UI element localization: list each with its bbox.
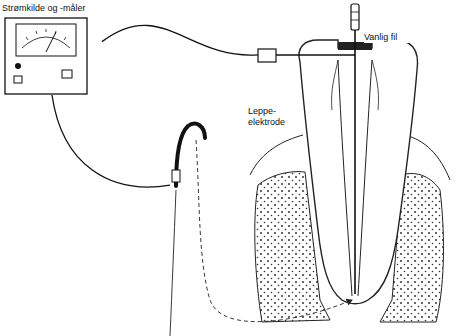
meter-node: Strømkilde og -måler [2,3,102,95]
meter-button [14,76,22,83]
label-text: Leppe- elektrode [248,106,300,128]
gum-line [250,135,303,175]
label-text: Vanlig fil [364,32,414,43]
file-handle [351,4,359,30]
label-text: Strømkilde og -måler [2,3,86,14]
root-canal [338,60,352,296]
current-path [196,140,352,322]
meter-display [16,24,76,56]
root-canal [358,60,372,296]
lip-electrode-node: Leppe- elektrode [170,100,270,186]
file-shaft [354,30,356,294]
wire [102,25,258,55]
gum-line [405,135,450,180]
meter-box [5,18,87,94]
return-wire [170,190,176,336]
tooth-outline [299,40,418,304]
meter-scale [26,29,66,40]
clip-rod [276,54,355,55]
meter-needle [46,32,56,52]
meter-knob [15,63,21,69]
file-clip [258,49,276,62]
wire [52,95,170,187]
file-node: Vanlig fil [258,26,408,66]
file-handle [351,12,359,13]
meter-button [62,70,72,78]
file-handle [351,20,359,21]
meter-scale [22,37,70,48]
lip-hook-sleeve [172,170,180,182]
